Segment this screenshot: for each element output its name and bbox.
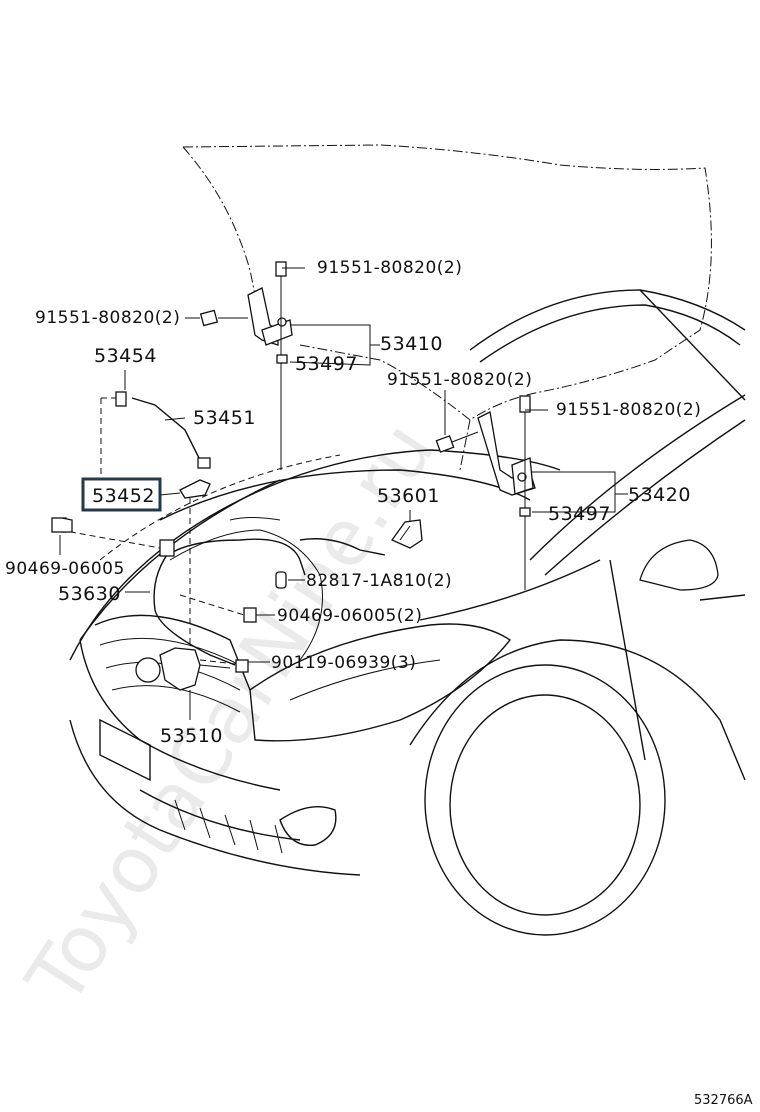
- part-label-53510[interactable]: 53510: [160, 725, 223, 747]
- hood-latch-53510: [135, 647, 249, 691]
- highlight-box: [81, 477, 162, 512]
- hood-outline: [182, 144, 712, 471]
- part-label-90119[interactable]: 90119-06939(3): [271, 653, 416, 673]
- part-label-53410[interactable]: 53410: [380, 333, 443, 355]
- part-label-53630[interactable]: 53630: [58, 583, 121, 605]
- leader-lines: [59, 267, 628, 720]
- part-label-91551-right[interactable]: 91551-80820(2): [556, 400, 701, 420]
- part-label-82817[interactable]: 82817-1A810(2): [306, 571, 452, 591]
- left-hinge-53410: [199, 261, 293, 470]
- part-label-53452[interactable]: 53452: [92, 485, 155, 507]
- part-label-91551-mid[interactable]: 91551-80820(2): [387, 370, 532, 390]
- hood-support-53451: [100, 391, 211, 478]
- part-label-91551-top[interactable]: 91551-80820(2): [317, 258, 462, 278]
- part-label-53454[interactable]: 53454: [94, 345, 157, 367]
- clip-82817: [275, 571, 287, 589]
- diagram-id: 532766A: [694, 1093, 753, 1108]
- car-body: [69, 144, 746, 936]
- hood-lock-53452: [179, 479, 211, 645]
- part-label-90469-a[interactable]: 90469-06005: [5, 559, 125, 579]
- release-cable-53630: [59, 529, 386, 666]
- front-wheel: [424, 664, 666, 936]
- part-label-53420[interactable]: 53420: [628, 484, 691, 506]
- right-hinge-53420: [435, 395, 536, 590]
- part-label-91551-left[interactable]: 91551-80820(2): [35, 308, 180, 328]
- part-label-90469-b[interactable]: 90469-06005(2): [277, 606, 422, 626]
- side-mirror: [639, 539, 719, 591]
- part-label-53451[interactable]: 53451: [193, 407, 256, 429]
- part-label-53497-a[interactable]: 53497: [295, 353, 358, 375]
- part-label-53601[interactable]: 53601: [377, 485, 440, 507]
- release-lever-53601: [391, 519, 423, 549]
- clip-90469: [51, 517, 257, 623]
- part-label-53497-b[interactable]: 53497: [548, 503, 611, 525]
